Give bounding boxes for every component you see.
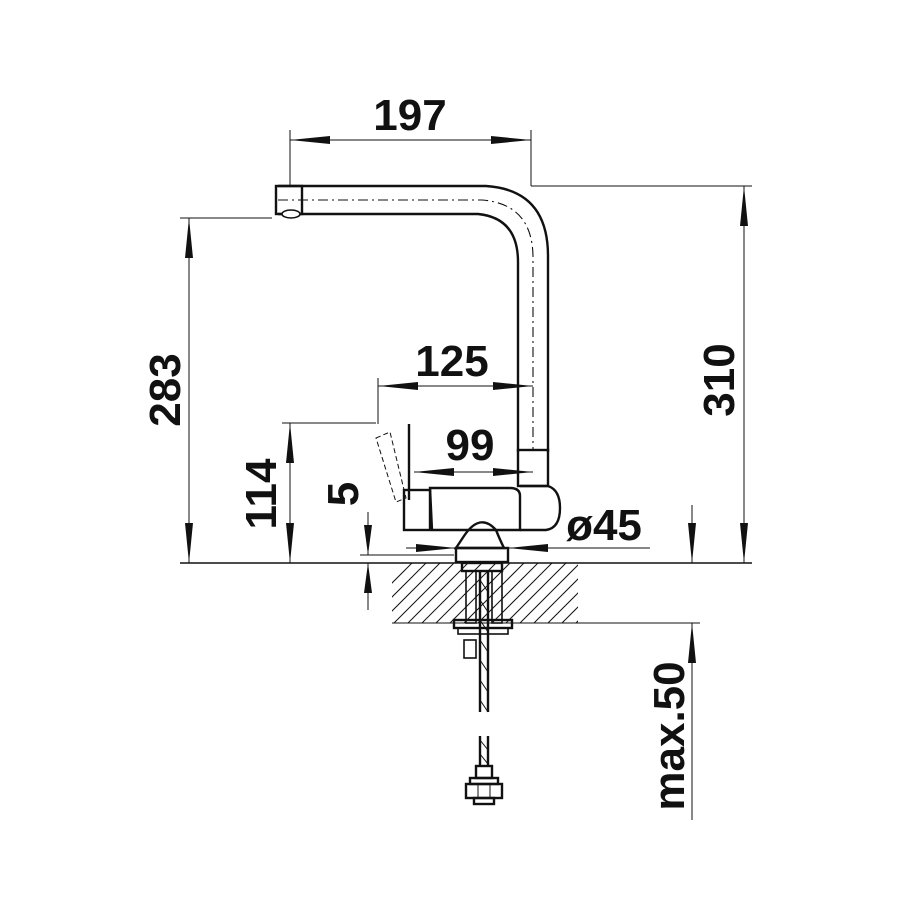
spout-outer-contour [278, 184, 550, 452]
mounting-gasket [460, 561, 504, 573]
arrow-197-left [290, 136, 330, 144]
dimension-310: 310 [531, 185, 752, 563]
dimension-114: 114 [237, 422, 376, 563]
label-5: 5 [319, 482, 368, 506]
threaded-stud-left [465, 570, 477, 624]
hose-connector-nut [464, 782, 504, 800]
swivel-collar [516, 448, 550, 488]
arrow-99-right [493, 468, 533, 476]
dimension-125: 125 [377, 337, 533, 424]
dimension-max50: max.50 [645, 505, 696, 820]
hose-braid-pattern [479, 579, 489, 713]
arrow-125-left [378, 382, 418, 390]
arrow-283-top [185, 218, 193, 258]
mounting-kit [452, 561, 514, 806]
mixer-body-front [520, 484, 562, 532]
label-125: 125 [415, 337, 488, 386]
label-197: 197 [373, 91, 446, 140]
mounting-nut [463, 639, 477, 659]
hose-braid-lower [479, 739, 489, 765]
mixer-body [428, 486, 522, 532]
aerator-nozzle [281, 209, 301, 219]
spout-inner-contour [278, 212, 520, 452]
arrow-5-top [364, 525, 372, 555]
faucet-body [274, 184, 562, 564]
base-flange [454, 546, 510, 564]
dimension-283: 283 [141, 217, 272, 563]
label-99: 99 [446, 421, 495, 470]
threaded-stud-right [491, 570, 503, 624]
dimension-5: 5 [319, 482, 454, 610]
arrow-max50-bottom [688, 623, 696, 663]
hose-connector-tip [472, 796, 496, 806]
dimension-99: 99 [414, 421, 533, 476]
arrow-dia45-right [508, 544, 548, 552]
lever-base [402, 488, 432, 532]
arrow-5-bottom [364, 563, 372, 593]
arrow-max50-top [688, 523, 696, 563]
mounting-washer [457, 627, 509, 635]
spout-center-line [278, 199, 534, 450]
label-283: 283 [141, 353, 190, 426]
arrow-310-bottom [740, 523, 748, 563]
arrow-197-right [491, 136, 531, 144]
base-dome [453, 521, 506, 550]
hose-ferrule [474, 764, 494, 780]
arrow-dia45-left [416, 544, 456, 552]
label-114: 114 [237, 458, 286, 530]
label-dia45: ø45 [566, 501, 642, 550]
label-310: 310 [695, 343, 744, 416]
arrow-114-top [286, 423, 294, 463]
arrow-114-bottom [286, 523, 294, 563]
lever-open-position [375, 431, 407, 503]
arrow-283-bottom [185, 523, 193, 563]
arrow-99-left [414, 468, 454, 476]
label-max50: max.50 [645, 661, 694, 810]
dimension-dia45: ø45 [406, 501, 650, 552]
arrow-310-top [740, 186, 748, 226]
dimension-197: 197 [289, 91, 532, 186]
arrow-125-right [493, 382, 533, 390]
